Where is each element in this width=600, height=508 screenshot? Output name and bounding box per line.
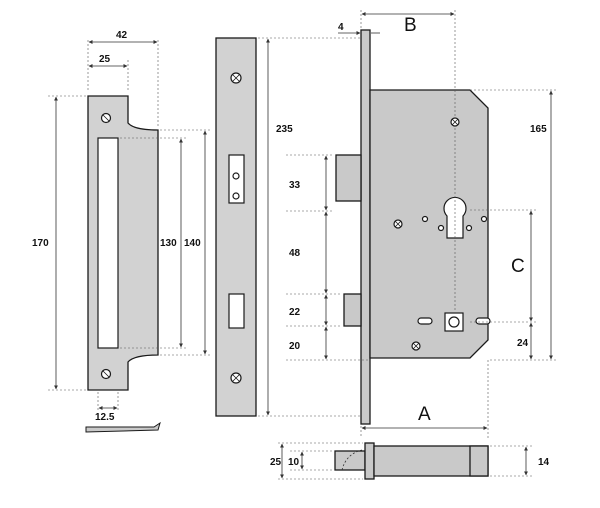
label-33: 33 (289, 180, 301, 191)
label-130: 130 (160, 238, 177, 249)
label-22: 22 (289, 307, 301, 318)
forend-side (360, 29, 371, 425)
latch-bolt (335, 154, 362, 202)
label-235: 235 (276, 124, 293, 135)
screw-icon (393, 219, 403, 229)
bolt-tail (469, 445, 489, 477)
label-48: 48 (289, 248, 301, 259)
bolt-side-view (334, 442, 489, 480)
screw-icon (230, 372, 242, 384)
strike-lip-profile (85, 421, 161, 433)
label-10: 10 (288, 457, 300, 468)
label-b: B (404, 15, 417, 36)
label-4: 4 (338, 22, 344, 33)
label-12-5: 12.5 (95, 412, 115, 423)
bolt-flange (364, 442, 375, 480)
label-140: 140 (184, 238, 201, 249)
strike-plate (87, 95, 159, 391)
screw-icon (230, 72, 242, 84)
strike-latch-slot (97, 137, 119, 349)
label-c: C (511, 256, 525, 277)
lock-body (335, 29, 491, 425)
forend-plate (215, 37, 257, 417)
label-a: A (418, 404, 431, 425)
bolt-shaft (334, 450, 366, 471)
label-25: 25 (99, 54, 111, 65)
screw-icon (450, 117, 460, 127)
label-42: 42 (116, 30, 128, 41)
screw-icon (411, 341, 421, 351)
label-165: 165 (530, 124, 547, 135)
label-25-bottom: 25 (270, 457, 282, 468)
dead-bolt (343, 293, 362, 327)
label-24: 24 (517, 338, 529, 349)
label-14: 14 (538, 457, 550, 468)
forend-plate-body (215, 37, 257, 417)
screw-icon (100, 368, 112, 380)
deadbolt-opening (228, 293, 245, 329)
label-170: 170 (32, 238, 49, 249)
screw-icon (100, 112, 112, 124)
label-20: 20 (289, 341, 301, 352)
